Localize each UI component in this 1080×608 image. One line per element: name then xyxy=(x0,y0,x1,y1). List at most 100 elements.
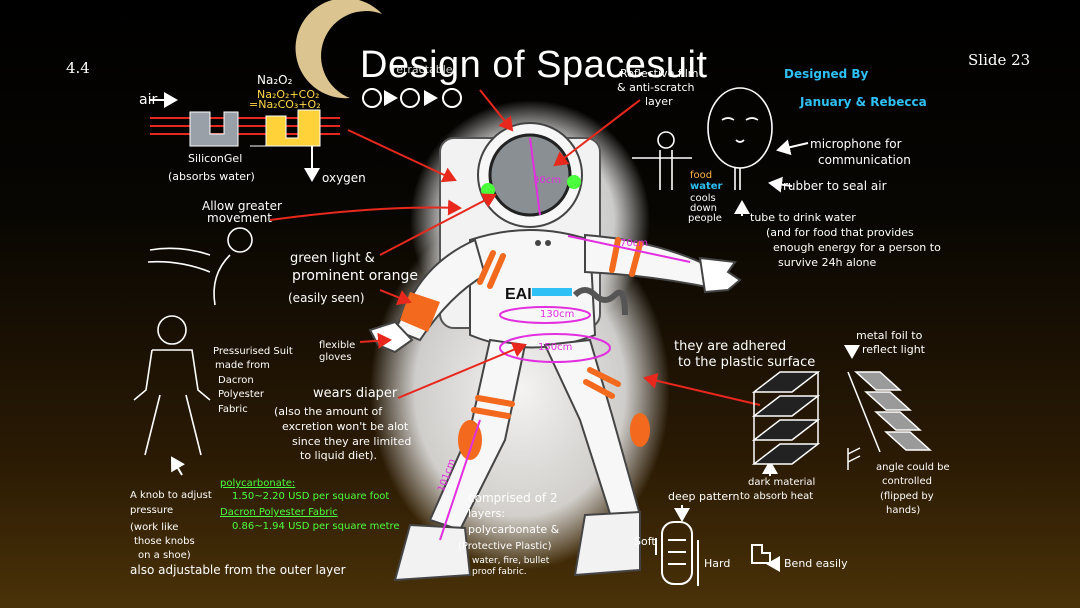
slide-label: Slide 23 xyxy=(968,51,1031,69)
astronaut-figure xyxy=(368,100,742,582)
air-filter-diagram xyxy=(150,109,340,182)
knob-line2: pressure xyxy=(130,505,174,516)
poly-title: polycarbonate: xyxy=(220,478,296,489)
diaper-line3: excretion won't be alot xyxy=(282,420,409,433)
helmet-green-light-right xyxy=(567,175,581,189)
dark-material-line2: to absorb heat xyxy=(740,491,814,502)
rubber-label: rubber to seal air xyxy=(783,179,887,193)
microphone-line2: communication xyxy=(818,153,911,167)
angle-line1: angle could be xyxy=(876,462,950,473)
solar-panel-foil xyxy=(847,371,932,470)
bend-boot-icon xyxy=(751,544,771,564)
reflective-line1: Reflective film xyxy=(620,67,699,80)
metal-foil-line1: metal foil to xyxy=(856,329,923,342)
silicagel-desc: (absorbs water) xyxy=(168,170,255,183)
retractable-label: retractable xyxy=(392,63,453,76)
cools-line2: down xyxy=(690,203,717,214)
small-figure-sketch xyxy=(632,131,692,190)
adhered-line1: they are adhered xyxy=(674,339,787,354)
boot-sole-icon xyxy=(655,521,699,586)
formula-na2o2: Na₂O₂ xyxy=(257,73,293,87)
measure-waist1: 130cm xyxy=(540,309,575,320)
credits-authors: January & Rebecca xyxy=(800,95,927,109)
reflective-line2: & anti-scratch xyxy=(617,81,695,94)
layers-line1: comprised of 2 xyxy=(468,491,558,505)
hard-label: Hard xyxy=(704,557,731,570)
poly-price: 1.50~2.20 USD per square foot xyxy=(232,491,390,502)
food-label: food xyxy=(690,170,713,181)
tube-line1: tube to drink water xyxy=(750,211,856,224)
arm-sketch xyxy=(147,227,253,306)
knob-line6: also adjustable from the outer layer xyxy=(130,563,346,577)
gloves-line2: gloves xyxy=(319,352,352,363)
section-number: 4.4 xyxy=(66,59,90,77)
layers-line2: layers: xyxy=(468,507,506,520)
suit-badge: EAI xyxy=(505,286,532,303)
knob-line1: A knob to adjust xyxy=(130,490,212,501)
layers-line5: water, fire, bullet xyxy=(472,556,550,566)
helmet-green-light-left xyxy=(481,183,495,197)
green-light-line3: (easily seen) xyxy=(288,291,365,305)
knee-pad-right xyxy=(630,413,650,447)
bend-label: Bend easily xyxy=(784,557,848,570)
deep-pattern-label: deep pattern xyxy=(668,490,740,503)
measure-arm: 70cm xyxy=(620,238,648,249)
red-pointer-arrows xyxy=(269,89,761,406)
orange-stripes xyxy=(471,237,643,419)
metal-foil-line2: reflect light xyxy=(862,343,925,356)
tube-line2: (and for food that provides xyxy=(766,226,914,239)
dark-material-line1: dark material xyxy=(748,477,816,488)
pressurised-line4: Polyester xyxy=(218,389,265,400)
movement-line2: movement xyxy=(207,211,272,225)
dacron-title: Dacron Polyester Fabric xyxy=(220,507,338,518)
soft-label: Soft xyxy=(634,535,656,548)
layers-line3: polycarbonate & xyxy=(468,523,560,536)
layers-line6: proof fabric. xyxy=(472,567,527,577)
air-label: air xyxy=(139,92,158,108)
knob-line4: those knobs xyxy=(134,536,195,547)
helmet-visor xyxy=(488,133,572,217)
oxygen-label: oxygen xyxy=(322,171,366,185)
gloves-line1: flexible xyxy=(319,340,356,351)
diaper-line2: (also the amount of xyxy=(274,405,383,418)
silicagel-label: SiliconGel xyxy=(188,152,243,165)
green-light-line2: prominent orange xyxy=(292,268,418,284)
movement-line1: Allow greater xyxy=(202,199,282,213)
pressurised-line2: made from xyxy=(215,360,270,371)
pressurised-line5: Fabric xyxy=(218,404,248,415)
formula-products: =Na₂CO₃+O₂ xyxy=(249,98,321,111)
diaper-line1: wears diaper xyxy=(313,386,398,401)
microphone-line1: microphone for xyxy=(810,137,902,151)
measurement-lines xyxy=(439,137,691,541)
retractable-visor-icons xyxy=(362,88,462,108)
angle-line2: controlled xyxy=(882,476,932,487)
standing-figure-sketch xyxy=(133,315,211,456)
measure-waist2: 150cm xyxy=(538,342,573,353)
green-light-line1: green light & xyxy=(290,251,375,266)
reflective-line3: layer xyxy=(645,95,673,108)
tube-line3: enough energy for a person to xyxy=(773,241,941,254)
person-face-sketch xyxy=(707,87,773,190)
angle-line4: hands) xyxy=(886,505,921,516)
adhered-line2: to the plastic surface xyxy=(678,355,816,370)
eclipse-crescent xyxy=(295,0,382,99)
formula-reactants: Na₂O₂+CO₂ xyxy=(257,88,320,101)
knob-line3: (work like xyxy=(130,522,179,533)
angle-line3: (flipped by xyxy=(880,491,934,502)
dacron-price: 0.86~1.94 USD per square metre xyxy=(232,521,400,532)
measure-helmet: 30cm xyxy=(533,175,561,186)
layers-line4: (Protective Plastic) xyxy=(458,541,552,552)
diaper-line5: to liquid diet). xyxy=(300,449,378,462)
page-title: Design of Spacesuit xyxy=(360,44,708,86)
tube-line4: survive 24h alone xyxy=(778,256,877,269)
cools-line1: cools xyxy=(690,193,716,204)
pressurised-line1: Pressurised Suit xyxy=(213,346,293,357)
solar-panel-dark xyxy=(751,371,821,465)
pressurised-line3: Dacron xyxy=(218,375,254,386)
water-label: water xyxy=(690,181,723,192)
diaper-line4: since they are limited xyxy=(292,435,412,448)
knob-line5: on a shoe) xyxy=(138,550,191,561)
credits-label: Designed By xyxy=(784,67,869,81)
cools-line3: people xyxy=(688,213,722,224)
